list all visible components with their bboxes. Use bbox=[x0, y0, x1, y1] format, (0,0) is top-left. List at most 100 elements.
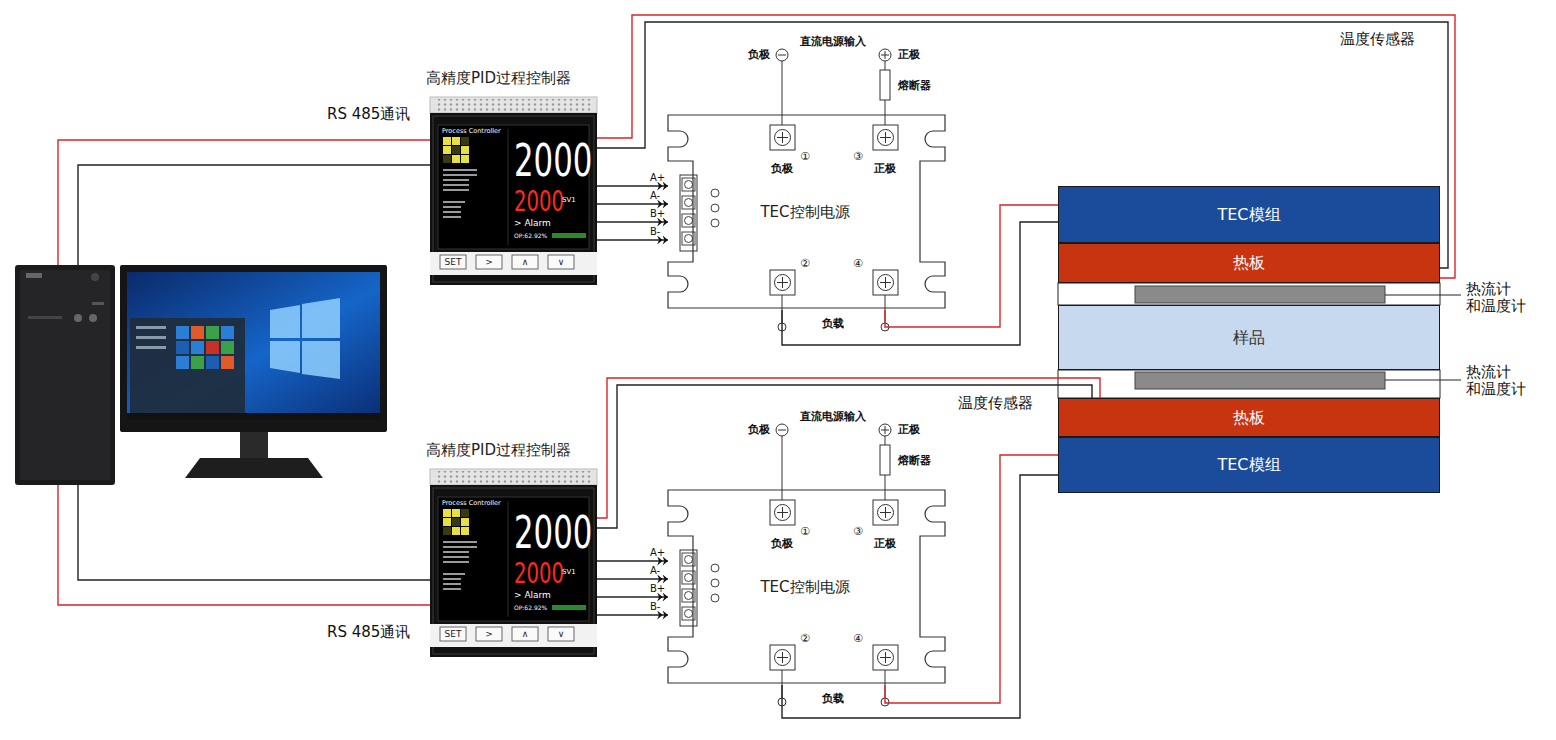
layer-name: TEC模组 bbox=[1217, 457, 1280, 473]
controller-housing bbox=[430, 469, 597, 657]
annotation-label: 温度传感器 bbox=[1340, 32, 1415, 47]
annotation-label: 负载 bbox=[822, 318, 844, 329]
tec-power-supply: TEC控制电源 bbox=[668, 488, 945, 685]
annotation-label: A+ bbox=[650, 548, 665, 558]
annotation-label: B- bbox=[650, 227, 660, 237]
stack-layer: 样品 bbox=[1058, 305, 1440, 370]
rs485-wire bbox=[78, 165, 430, 265]
annotation-label: 热流计 和温度计 bbox=[1466, 364, 1529, 397]
device-heading: 高精度PID过程控制器 bbox=[426, 443, 571, 458]
set-value-tag: SV1 bbox=[562, 569, 576, 576]
monitor bbox=[221, 326, 234, 339]
monitor bbox=[302, 298, 340, 338]
annotation-label: 热流计 和温度计 bbox=[1466, 281, 1529, 314]
signal-arrow bbox=[597, 221, 668, 222]
signal-arrow bbox=[597, 560, 668, 561]
annotation-label: A+ bbox=[650, 173, 665, 183]
monitor bbox=[176, 341, 189, 354]
monitor bbox=[120, 265, 387, 478]
computer-tower bbox=[20, 270, 110, 480]
annotation-label: 熔断器 bbox=[898, 80, 931, 91]
annotation-label: 正极 bbox=[874, 538, 896, 549]
leader-line bbox=[1385, 295, 1461, 296]
layer-name: 热板 bbox=[1233, 255, 1265, 271]
stack-band bbox=[1058, 370, 1440, 398]
heat-flux-meter bbox=[1135, 372, 1385, 389]
stack-band bbox=[1058, 283, 1440, 305]
monitor bbox=[191, 326, 204, 339]
stack-layer: 热板 bbox=[1058, 398, 1440, 437]
annotation-label: 负极 bbox=[771, 163, 793, 174]
wire-connector bbox=[885, 455, 1058, 703]
annotation-label: B+ bbox=[650, 209, 665, 219]
power-terminals bbox=[680, 49, 898, 331]
computer-tower bbox=[28, 316, 62, 319]
button-label: ∨ bbox=[548, 630, 574, 639]
tec-power-supply: TEC控制电源 bbox=[668, 113, 945, 310]
power-plate-outline bbox=[668, 115, 945, 308]
layer-name: TEC模组 bbox=[1217, 207, 1280, 223]
alarm-status: > Alarm bbox=[514, 591, 551, 600]
annotation-label: 负极 bbox=[771, 538, 793, 549]
process-controller: 高精度PID过程控制器Process Controller20002000SV1… bbox=[430, 469, 597, 657]
output-percent: OP:62.92% bbox=[514, 605, 547, 611]
layer-name: 热板 bbox=[1233, 410, 1265, 426]
layer-name: 样品 bbox=[1233, 330, 1265, 346]
monitor bbox=[127, 413, 380, 419]
monitor bbox=[191, 341, 204, 354]
output-percent: OP:62.92% bbox=[514, 233, 547, 239]
annotation-label: ① bbox=[800, 526, 810, 537]
annotation-label: ② bbox=[800, 633, 810, 644]
monitor bbox=[176, 356, 189, 369]
power-terminals bbox=[680, 424, 898, 706]
monitor bbox=[302, 341, 340, 379]
device-name: TEC控制电源 bbox=[730, 205, 880, 220]
device-name: TEC控制电源 bbox=[730, 580, 880, 595]
set-value: 2000 bbox=[514, 560, 564, 588]
device-heading: 高精度PID过程控制器 bbox=[426, 71, 571, 86]
annotation-label: B+ bbox=[650, 584, 665, 594]
annotation-label: ④ bbox=[853, 633, 863, 644]
annotation-label: 正极 bbox=[898, 49, 920, 60]
computer-tower bbox=[26, 273, 42, 278]
device-model: Process Controller bbox=[442, 128, 501, 135]
annotation-label: 熔断器 bbox=[898, 455, 931, 466]
monitor bbox=[136, 346, 166, 349]
annotation-label: 负极 bbox=[748, 49, 770, 60]
annotation-label: 负极 bbox=[748, 424, 770, 435]
button-label: ∧ bbox=[512, 258, 538, 267]
annotation-label: 正极 bbox=[898, 424, 920, 435]
controller-housing bbox=[430, 97, 597, 657]
signal-arrow bbox=[597, 203, 668, 204]
button-label: > bbox=[476, 258, 502, 267]
wire-connector bbox=[885, 205, 1058, 327]
annotation-label: ① bbox=[800, 151, 810, 162]
button-label: SET bbox=[440, 630, 466, 639]
annotation-label: RS 485通讯 bbox=[327, 625, 410, 640]
power-plate-outline bbox=[668, 490, 945, 683]
wire-connector bbox=[597, 15, 1455, 278]
annotation-label: ③ bbox=[853, 526, 863, 537]
annotation-label: 温度传感器 bbox=[958, 396, 1033, 411]
annotation-label: ③ bbox=[853, 151, 863, 162]
monitor bbox=[206, 341, 219, 354]
process-value: 2000 bbox=[514, 139, 592, 183]
annotation-label: RS 485通讯 bbox=[327, 107, 410, 122]
annotation-label: 负载 bbox=[822, 693, 844, 704]
signal-arrow bbox=[597, 614, 668, 615]
computer-tower bbox=[74, 314, 82, 322]
signal-arrow bbox=[597, 185, 668, 186]
annotation-label: 正极 bbox=[874, 163, 896, 174]
computer-tower bbox=[91, 273, 99, 281]
button-label: > bbox=[476, 630, 502, 639]
annotation-label: A- bbox=[650, 191, 660, 201]
process-value: 2000 bbox=[514, 511, 592, 555]
monitor bbox=[185, 458, 323, 478]
stack-layer: TEC模组 bbox=[1058, 437, 1440, 493]
rs485-wire bbox=[78, 485, 430, 580]
monitor bbox=[270, 305, 300, 338]
monitor bbox=[206, 326, 219, 339]
button-label: ∧ bbox=[512, 630, 538, 639]
